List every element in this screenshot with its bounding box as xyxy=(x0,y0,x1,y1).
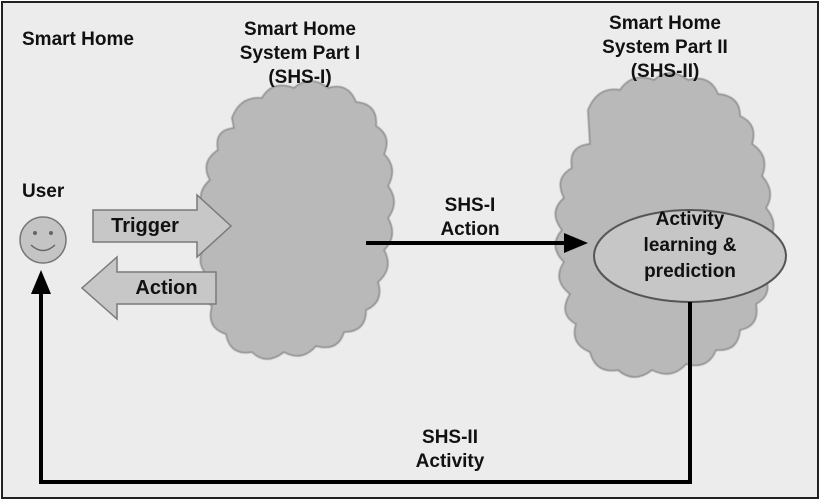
shs2-title-line3: (SHS-II) xyxy=(630,61,700,82)
user-label: User xyxy=(22,181,65,202)
shs1-action-arrow xyxy=(366,233,588,253)
frame-title: Smart Home xyxy=(22,29,134,50)
shs1-title-line1: Smart Home xyxy=(244,19,356,40)
shs2-activity-arrow xyxy=(31,270,692,484)
shs1-title-line3: (SHS-I) xyxy=(268,67,332,88)
activity-label-line2: learning & xyxy=(643,235,737,256)
shs2-title-line2: System Part II xyxy=(602,37,728,58)
activity-label-line1: Activity xyxy=(655,209,725,230)
action-label: Action xyxy=(135,277,198,299)
shs2-activity-label-line2: Activity xyxy=(415,451,485,472)
action-arrow xyxy=(80,255,217,321)
user-avatar-icon xyxy=(19,216,67,264)
shs2-title-line1: Smart Home xyxy=(609,13,721,34)
trigger-arrow xyxy=(92,193,233,259)
trigger-label: Trigger xyxy=(111,215,179,237)
shs1-action-label-line2: Action xyxy=(440,219,500,240)
shs1-action-label-line1: SHS-I xyxy=(444,195,496,216)
activity-label-line3: prediction xyxy=(644,261,736,282)
shs2-activity-label-line1: SHS-II xyxy=(422,427,478,448)
shs1-title-line2: System Part I xyxy=(239,43,361,64)
